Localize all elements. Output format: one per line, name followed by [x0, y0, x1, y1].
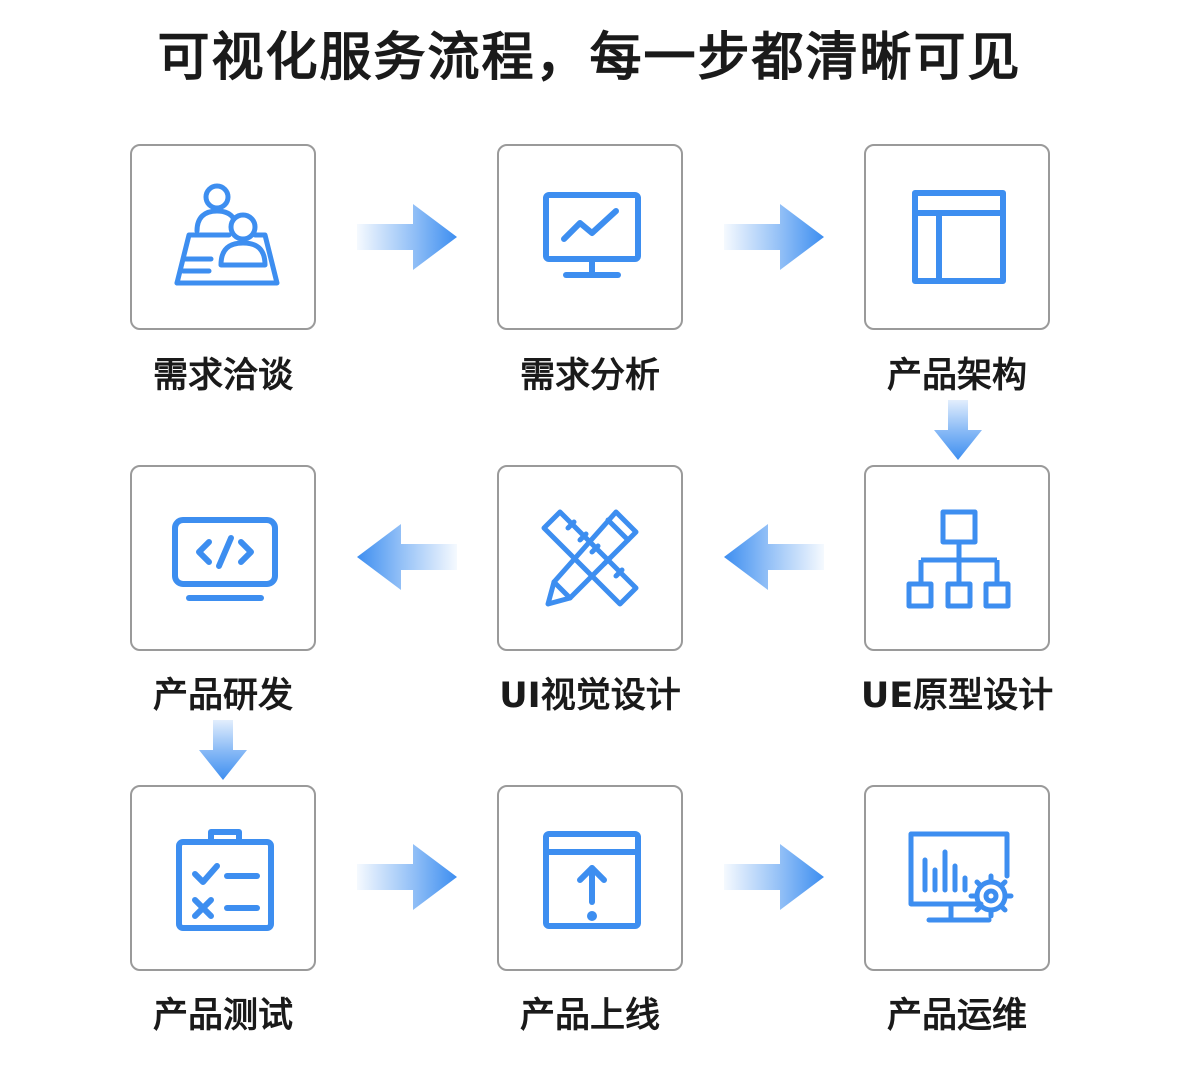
- step-card-requirement-analysis[interactable]: [497, 144, 683, 330]
- arrow-down-icon: [199, 720, 247, 780]
- arrow-left-icon: [357, 524, 457, 590]
- step-card-ue-prototype[interactable]: [864, 465, 1050, 651]
- layout-icon: [912, 190, 1006, 284]
- step-card-product-launch[interactable]: [497, 785, 683, 971]
- step-label: 产品上线: [519, 996, 660, 1036]
- code-monitor-icon: [172, 517, 278, 601]
- arrow-right-icon: [357, 204, 457, 270]
- step-label: 需求分析: [519, 356, 660, 396]
- step-card-product-architecture[interactable]: [864, 144, 1050, 330]
- step-label: UI视觉设计: [499, 676, 681, 716]
- step-label: 产品运维: [886, 996, 1027, 1036]
- pencil-ruler-icon: [541, 509, 639, 607]
- arrow-right-icon: [724, 204, 824, 270]
- upload-window-icon: [543, 831, 641, 929]
- step-card-ui-design[interactable]: [497, 465, 683, 651]
- checklist-clipboard-icon: [176, 829, 274, 931]
- step-label: 产品测试: [152, 996, 293, 1036]
- sitemap-icon: [906, 509, 1011, 609]
- step-label: 需求洽谈: [152, 356, 293, 396]
- step-label: 产品架构: [886, 356, 1027, 396]
- step-card-product-development[interactable]: [130, 465, 316, 651]
- monitor-gear-icon: [908, 831, 1014, 923]
- page-title: 可视化服务流程，每一步都清晰可见: [157, 28, 1022, 88]
- arrow-right-icon: [724, 844, 824, 910]
- users-document-icon: [174, 183, 280, 286]
- step-card-product-testing[interactable]: [130, 785, 316, 971]
- step-label: UE原型设计: [860, 676, 1054, 716]
- arrow-left-icon: [724, 524, 824, 590]
- arrow-down-icon: [934, 400, 982, 460]
- step-label: 产品研发: [152, 676, 293, 716]
- step-card-product-operation[interactable]: [864, 785, 1050, 971]
- monitor-chart-icon: [543, 192, 641, 278]
- step-card-requirement-talk[interactable]: [130, 144, 316, 330]
- arrow-right-icon: [357, 844, 457, 910]
